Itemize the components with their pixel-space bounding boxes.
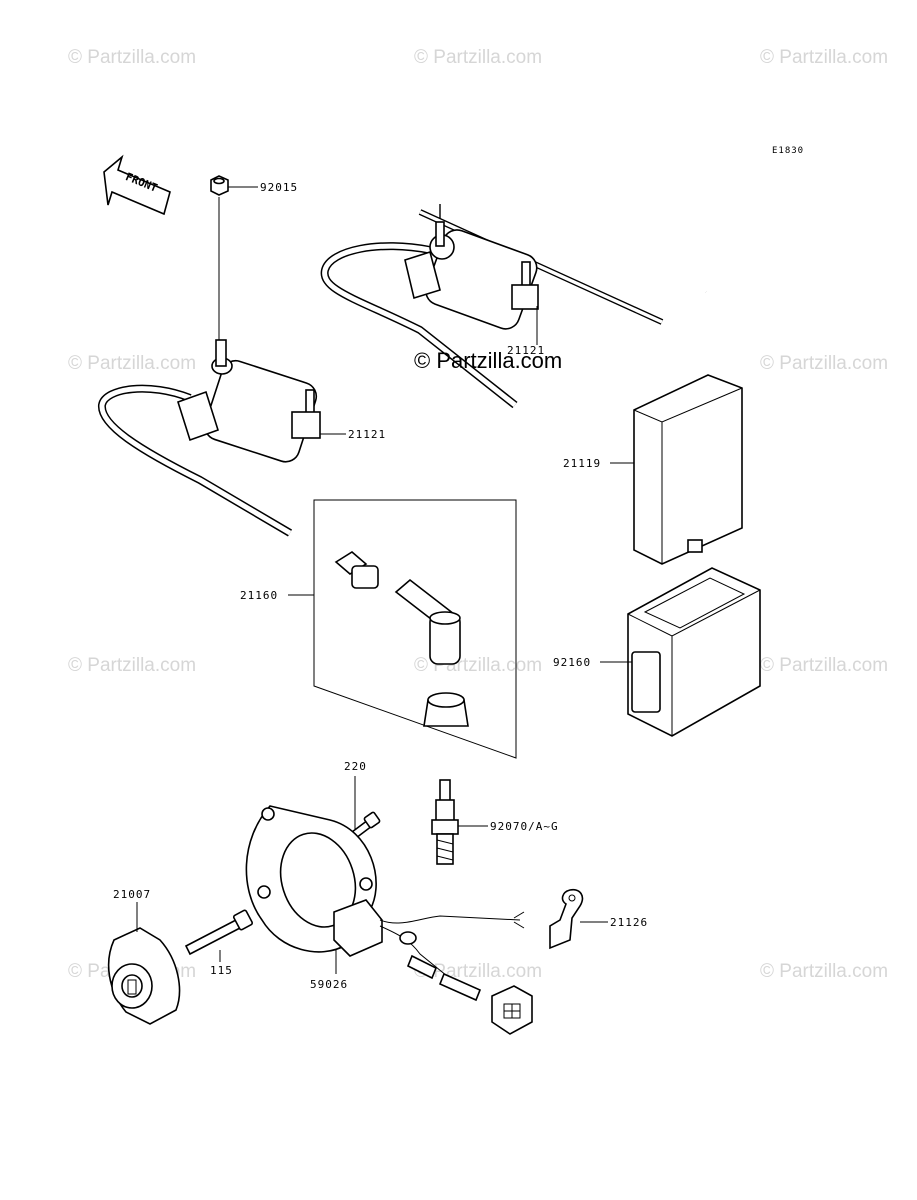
part-label-92160: 92160: [553, 656, 591, 669]
part-label-59026: 59026: [310, 978, 348, 991]
igniter-unit-21119: [610, 374, 743, 565]
timing-rotor-21007: [107, 902, 181, 1025]
part-label-92070: 92070/A~G: [490, 820, 559, 833]
watermark: © Partzilla.com: [760, 655, 888, 676]
part-label-21126: 21126: [610, 916, 648, 929]
part-label-21007: 21007: [113, 888, 151, 901]
part-label-21160: 21160: [240, 589, 278, 602]
part-label-92015: 92015: [260, 181, 298, 194]
center-watermark: © Partzilla.com: [414, 348, 562, 373]
watermark: © Partzilla.com: [68, 47, 196, 68]
part-label-220: 220: [344, 760, 367, 773]
part-label-21121-front: 21121: [348, 428, 386, 441]
spark-plug-92070: [431, 779, 488, 865]
ignition-coil-front: [98, 339, 346, 537]
watermark-layer: © Partzilla.com © Partzilla.com © Partzi…: [68, 47, 888, 982]
watermark: © Partzilla.com: [760, 961, 888, 982]
watermark: © Partzilla.com: [68, 353, 196, 374]
plug-cap-kit-21160: [288, 499, 517, 759]
bolt-115: [184, 909, 254, 962]
watermark: © Partzilla.com: [760, 353, 888, 374]
clamp-21126: [549, 888, 608, 950]
front-arrow-icon: FRONT: [103, 154, 171, 216]
igniter-case-92160: [600, 567, 761, 737]
ignition-coil-rear: [320, 221, 539, 409]
pickup-coil-59026: [245, 805, 533, 1035]
watermark: © Partzilla.com: [414, 47, 542, 68]
part-label-21121-rear: 21121: [507, 344, 545, 357]
nut-92015: [210, 175, 258, 340]
part-label-115: 115: [210, 964, 233, 977]
part-label-21119: 21119: [563, 457, 601, 470]
watermark: © Partzilla.com: [68, 655, 196, 676]
watermark: © Partzilla.com: [760, 47, 888, 68]
diagram-code: E1830: [772, 146, 804, 156]
